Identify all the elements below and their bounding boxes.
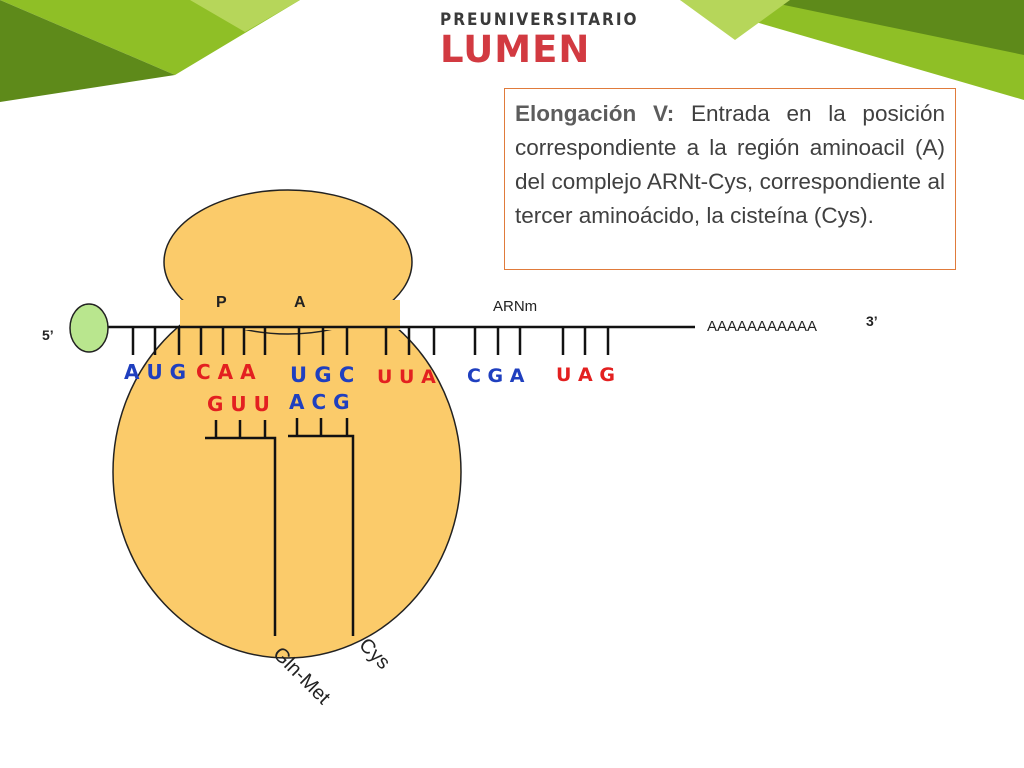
codon-3: U G C — [290, 363, 354, 387]
info-lead: Elongación V: — [515, 101, 675, 126]
trna-gln-met — [205, 420, 277, 636]
mrna-label: ARNm — [493, 298, 537, 315]
ribosome-large-subunit — [163, 189, 413, 335]
mrna-base-ticks — [131, 327, 610, 355]
lumen-logo: PREUNIVERSITARIO LUMEN — [440, 10, 639, 71]
codon-6: U A G — [556, 364, 615, 386]
trna-cys — [288, 418, 355, 636]
header-decoration — [0, 0, 1024, 102]
end-3-label: 3’ — [866, 313, 878, 329]
logo-main-text: LUMEN — [440, 28, 591, 71]
site-p-label: P — [216, 294, 227, 311]
codon-4: U U A — [377, 366, 436, 388]
info-text: Entrada en la posición correspondiente a… — [515, 101, 945, 228]
logo-top-text: PREUNIVERSITARIO — [440, 10, 639, 30]
anticodon-row: G U U A C G — [207, 390, 350, 416]
codon-row: A U G C A A U G C U U A C G A U A G — [124, 360, 615, 388]
codon-1: A U G — [124, 360, 186, 384]
info-box: Elongación V: Entrada en la posición cor… — [504, 88, 956, 270]
site-a-label: A — [294, 294, 306, 311]
codon-2: C A A — [196, 360, 256, 384]
end-5-label: 5’ — [42, 327, 54, 343]
anticodon-2: A C G — [289, 390, 350, 414]
codon-5: C G A — [467, 365, 525, 387]
polya-tail: AAAAAAAAAAA — [707, 318, 817, 335]
info-paragraph: Elongación V: Entrada en la posición cor… — [515, 97, 945, 233]
anticodon-1: G U U — [207, 392, 270, 416]
mrna-5-cap — [69, 303, 109, 353]
